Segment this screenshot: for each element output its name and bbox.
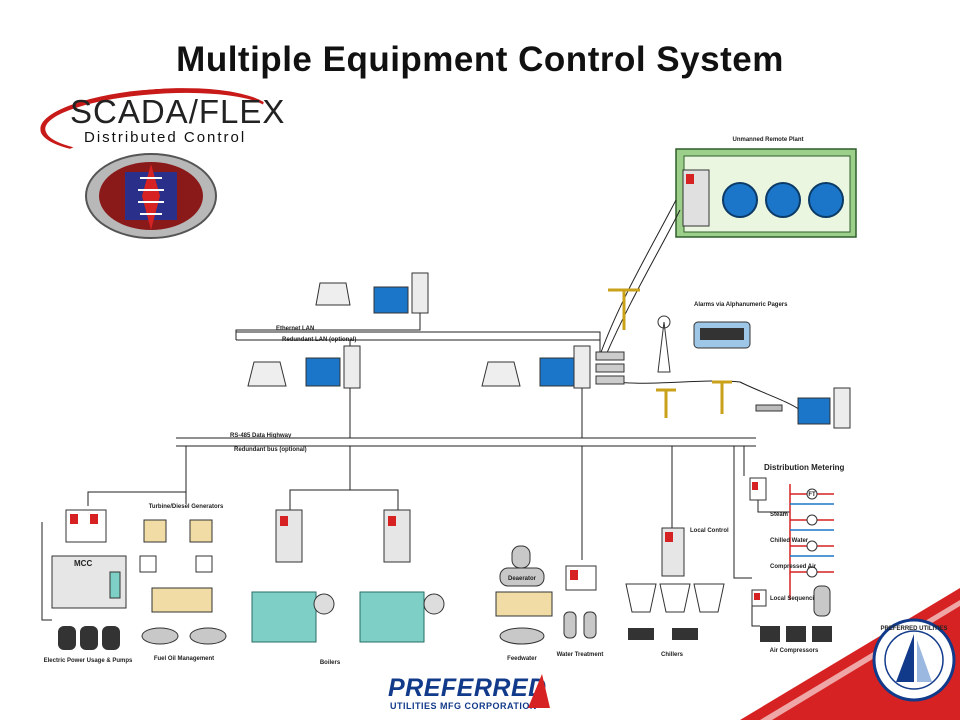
pu-emblem-icon bbox=[85, 153, 217, 239]
distribution-metering: Distribution Metering FT Steam Chilled W… bbox=[749, 463, 845, 600]
chilled-water-label: Chilled Water bbox=[770, 538, 809, 544]
fuel-oil-label: Fuel Oil Management bbox=[154, 656, 214, 662]
compressed-air-label: Compressed Air bbox=[770, 564, 817, 570]
generators-label: Turbine/Diesel Generators bbox=[149, 504, 224, 510]
company-seal: PREFERRED UTILITIES bbox=[872, 618, 956, 702]
preferred-logo: PREFERRED UTILITIES MFG CORPORATION bbox=[388, 674, 578, 714]
scada-flex-logo: SCADA/FLEX Distributed Control bbox=[38, 80, 284, 163]
logo-name: SCADA/FLEX bbox=[70, 93, 286, 130]
sail-icon bbox=[528, 674, 550, 708]
company-name: PREFERRED bbox=[388, 674, 547, 702]
chillers-label: Chillers bbox=[661, 652, 684, 658]
steam-label: Steam bbox=[770, 512, 788, 518]
generators-section: Turbine/Diesel Generators Fuel Oil Manag… bbox=[139, 504, 227, 662]
deaerator-section: Deaerator Feedwater Water Treatment bbox=[495, 545, 604, 662]
electric-power-label: Electric Power Usage & Pumps bbox=[44, 658, 133, 664]
redundant-lan-label: Redundant LAN (optional) bbox=[282, 337, 356, 343]
mcc-label: MCC bbox=[74, 559, 92, 568]
logo-subtitle: Distributed Control bbox=[84, 129, 247, 146]
seal-text: PREFERRED UTILITIES bbox=[880, 626, 947, 632]
boilers-label: Boilers bbox=[320, 660, 341, 666]
pager-label: Alarms via Alphanumeric Pagers bbox=[694, 302, 788, 308]
boilers-section: Boilers bbox=[251, 509, 445, 666]
remote-plant: Unmanned Remote Plant bbox=[675, 137, 857, 238]
water-treatment-label: Water Treatment bbox=[557, 652, 604, 658]
ethernet-lan-label: Ethernet LAN bbox=[276, 326, 314, 332]
air-compressors-label: Air Compressors bbox=[770, 648, 819, 654]
distribution-metering-label: Distribution Metering bbox=[764, 463, 845, 472]
remote-plant-label: Unmanned Remote Plant bbox=[732, 137, 803, 143]
workstation-left bbox=[247, 345, 361, 389]
air-compressors-section: Local Sequencing Air Compressors bbox=[751, 585, 832, 654]
data-highway-label: RS-485 Data Highway bbox=[230, 433, 292, 439]
remote-monitor-icon bbox=[797, 397, 831, 425]
radio-tower-icon bbox=[657, 315, 671, 373]
company-tagline: UTILITIES MFG CORPORATION bbox=[390, 701, 537, 711]
local-control-label: Local Control bbox=[690, 528, 729, 534]
workstation-right bbox=[481, 345, 591, 389]
flow-indicator: FT bbox=[808, 492, 816, 498]
deaerator-label: Deaerator bbox=[508, 576, 537, 582]
mcc-section: MCC Electric Power Usage & Pumps bbox=[41, 509, 133, 664]
local-sequencing-label: Local Sequencing bbox=[770, 596, 822, 602]
page-title: Multiple Equipment Control System bbox=[176, 40, 784, 79]
redundant-bus-label: Redundant bus (optional) bbox=[234, 447, 307, 453]
chillers-section: Local Control Chillers bbox=[625, 527, 729, 658]
workstation-top bbox=[315, 272, 429, 314]
feedwater-label: Feedwater bbox=[507, 656, 537, 662]
